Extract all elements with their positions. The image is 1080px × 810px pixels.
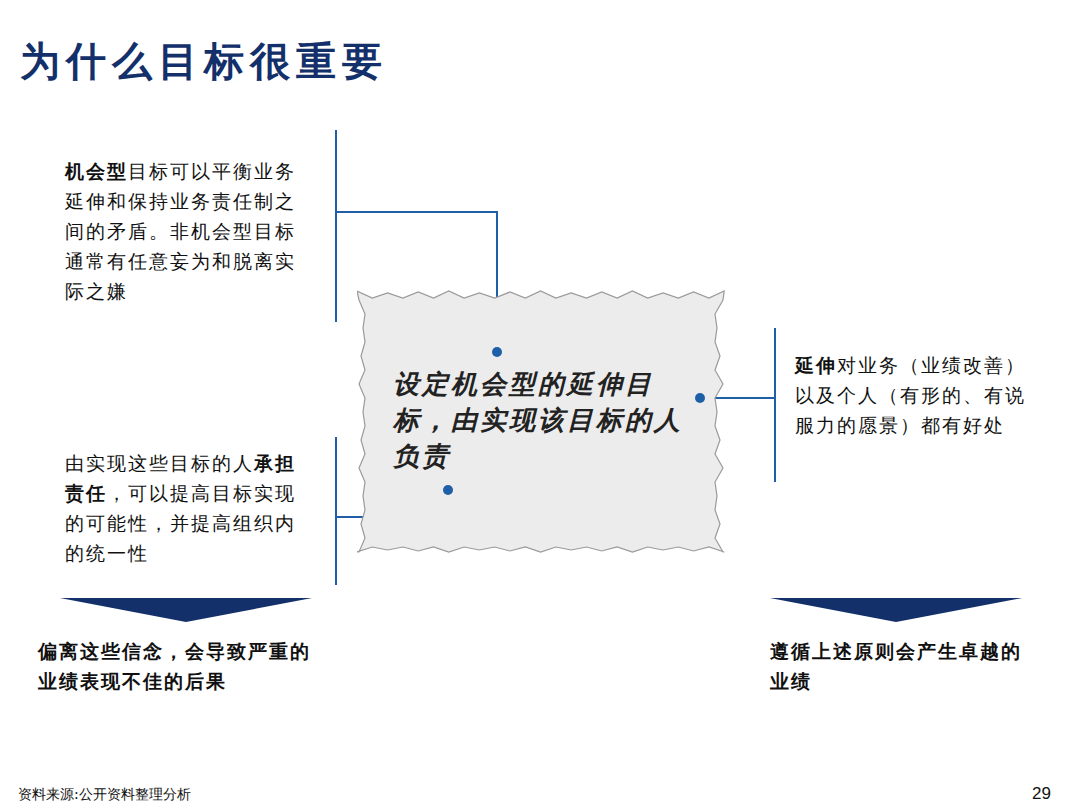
conclusion-text-block: 偏离这些信念，会导致严重的业绩表现不佳的后果 [38,636,328,696]
callout-rule [774,328,776,482]
conclusion-text-block: 遵循上述原则会产生卓越的业绩 [770,636,1035,696]
callout-rule [335,130,337,322]
page-number: 29 [1032,784,1051,803]
callout-text-block: 机会型目标可以平衡业务延伸和保持业务责任制之间的矛盾。非机会型目标通常有任意妄为… [65,156,315,306]
page-number-block: 29 [1032,784,1051,804]
torn-paper: 设定机会型的延伸目标，由实现该目标的人负责 [357,288,725,555]
down-triangle [770,598,1022,622]
paper-text: 设定机会型的延伸目标，由实现该目标的人负责 [393,366,693,474]
leader-dot [443,485,453,495]
conclusion-text: 遵循上述原则会产生卓越的业绩 [770,640,1022,692]
source-note: 资料来源:公开资料整理分析 [18,786,191,802]
page-title: 为什么目标很重要 [20,34,388,89]
callout-text-block: 由实现这些目标的人承担责任，可以提高目标实现的可能性，并提高组织内的统一性 [65,448,315,568]
source-note-block: 资料来源:公开资料整理分析 [18,786,191,804]
leader-dot [492,347,502,357]
conclusion-text: 偏离这些信念，会导致严重的业绩表现不佳的后果 [38,640,311,692]
leader-dot [695,393,705,403]
bold-term: 机会型 [65,160,128,182]
callout-text-block: 延伸对业务（业绩改善）以及个人（有形的、有说服力的愿景）都有好处 [795,350,1035,440]
callout-rule [335,437,337,585]
down-triangle [60,598,312,622]
bold-term: 延伸 [795,354,837,376]
callout-text: 由实现这些目标的人 [65,452,254,474]
